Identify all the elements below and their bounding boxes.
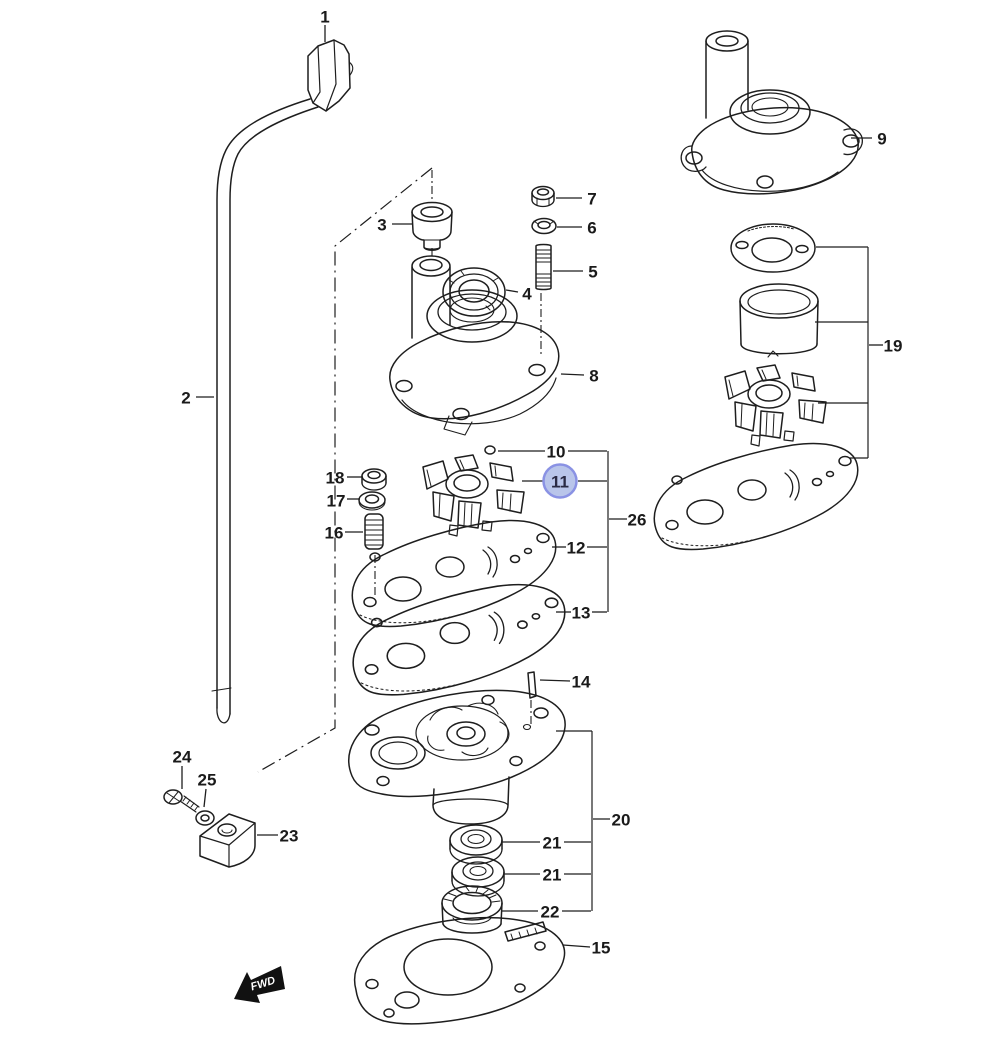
part-18-nut [361,468,387,491]
part-1-tube-connector [307,39,354,112]
part-19-wear-plate [730,223,816,273]
leader-line [562,944,591,948]
part-19-pump-liner [739,283,819,358]
part-19-impeller [724,364,827,447]
part-19-plate [653,442,859,551]
callout-17[interactable]: 17 [327,492,346,511]
part-21-oil-seal-lower [451,856,505,897]
part-4-seal-ring [442,267,506,317]
callout-9[interactable]: 9 [877,130,886,149]
callout-24[interactable]: 24 [173,748,192,767]
callout-23[interactable]: 23 [280,827,299,846]
fwd-arrow: FWD [234,966,285,1003]
callout-1[interactable]: 1 [320,8,329,27]
callout-12[interactable]: 12 [567,539,586,558]
callout-6[interactable]: 6 [587,219,596,238]
construction-line [257,167,433,773]
callout-13[interactable]: 13 [572,604,591,623]
callout-5[interactable]: 5 [588,263,597,282]
callout-10[interactable]: 10 [547,443,566,462]
part-16-spring [364,513,384,550]
callout-20[interactable]: 20 [612,811,631,830]
part-22-bearing [441,885,503,934]
part-3-bushing [411,201,453,252]
callout-8[interactable]: 8 [589,367,598,386]
highlighted-callout-circle-11[interactable] [542,463,578,499]
callout-2[interactable]: 2 [181,389,190,408]
part-6-washer [531,217,557,235]
part-11-impeller [422,454,525,537]
callout-11[interactable]: 11 [551,473,569,492]
part-15-gasket [354,916,566,1025]
callout-18[interactable]: 18 [326,469,345,488]
part-7-nut [531,185,555,208]
leader-line [505,289,519,293]
part-8-pump-case [389,255,560,436]
part-10-pin [484,445,496,455]
callout-21[interactable]: 21 [543,866,562,885]
leader-line [203,788,207,808]
annotation-layer: 1234567891011121314151617181920212122232… [173,8,903,958]
callout-4[interactable]: 4 [522,285,532,304]
part-13-gasket [352,583,566,696]
part-21-oil-seal-upper [449,824,503,865]
callout-26[interactable]: 26 [628,511,647,530]
callout-14[interactable]: 14 [572,673,591,692]
part-17-washer [358,491,386,511]
callout-19[interactable]: 19 [884,337,903,356]
callout-7[interactable]: 7 [587,190,596,209]
callout-25[interactable]: 25 [198,771,217,790]
part-25-washer [195,810,215,826]
callout-3[interactable]: 3 [377,216,386,235]
part-5-stud-bolt [535,243,552,291]
part-20-pump-base [348,689,566,825]
callout-21[interactable]: 21 [543,834,562,853]
callout-16[interactable]: 16 [325,524,344,543]
leader-line [539,679,571,682]
part-23-spacer-block [199,813,256,868]
callout-15[interactable]: 15 [592,939,611,958]
leader-line [560,373,585,376]
part-24-screw [163,789,200,813]
part-9-pump-case-upper [680,30,863,195]
part-2-water-tube [211,98,319,724]
callout-22[interactable]: 22 [541,903,560,922]
